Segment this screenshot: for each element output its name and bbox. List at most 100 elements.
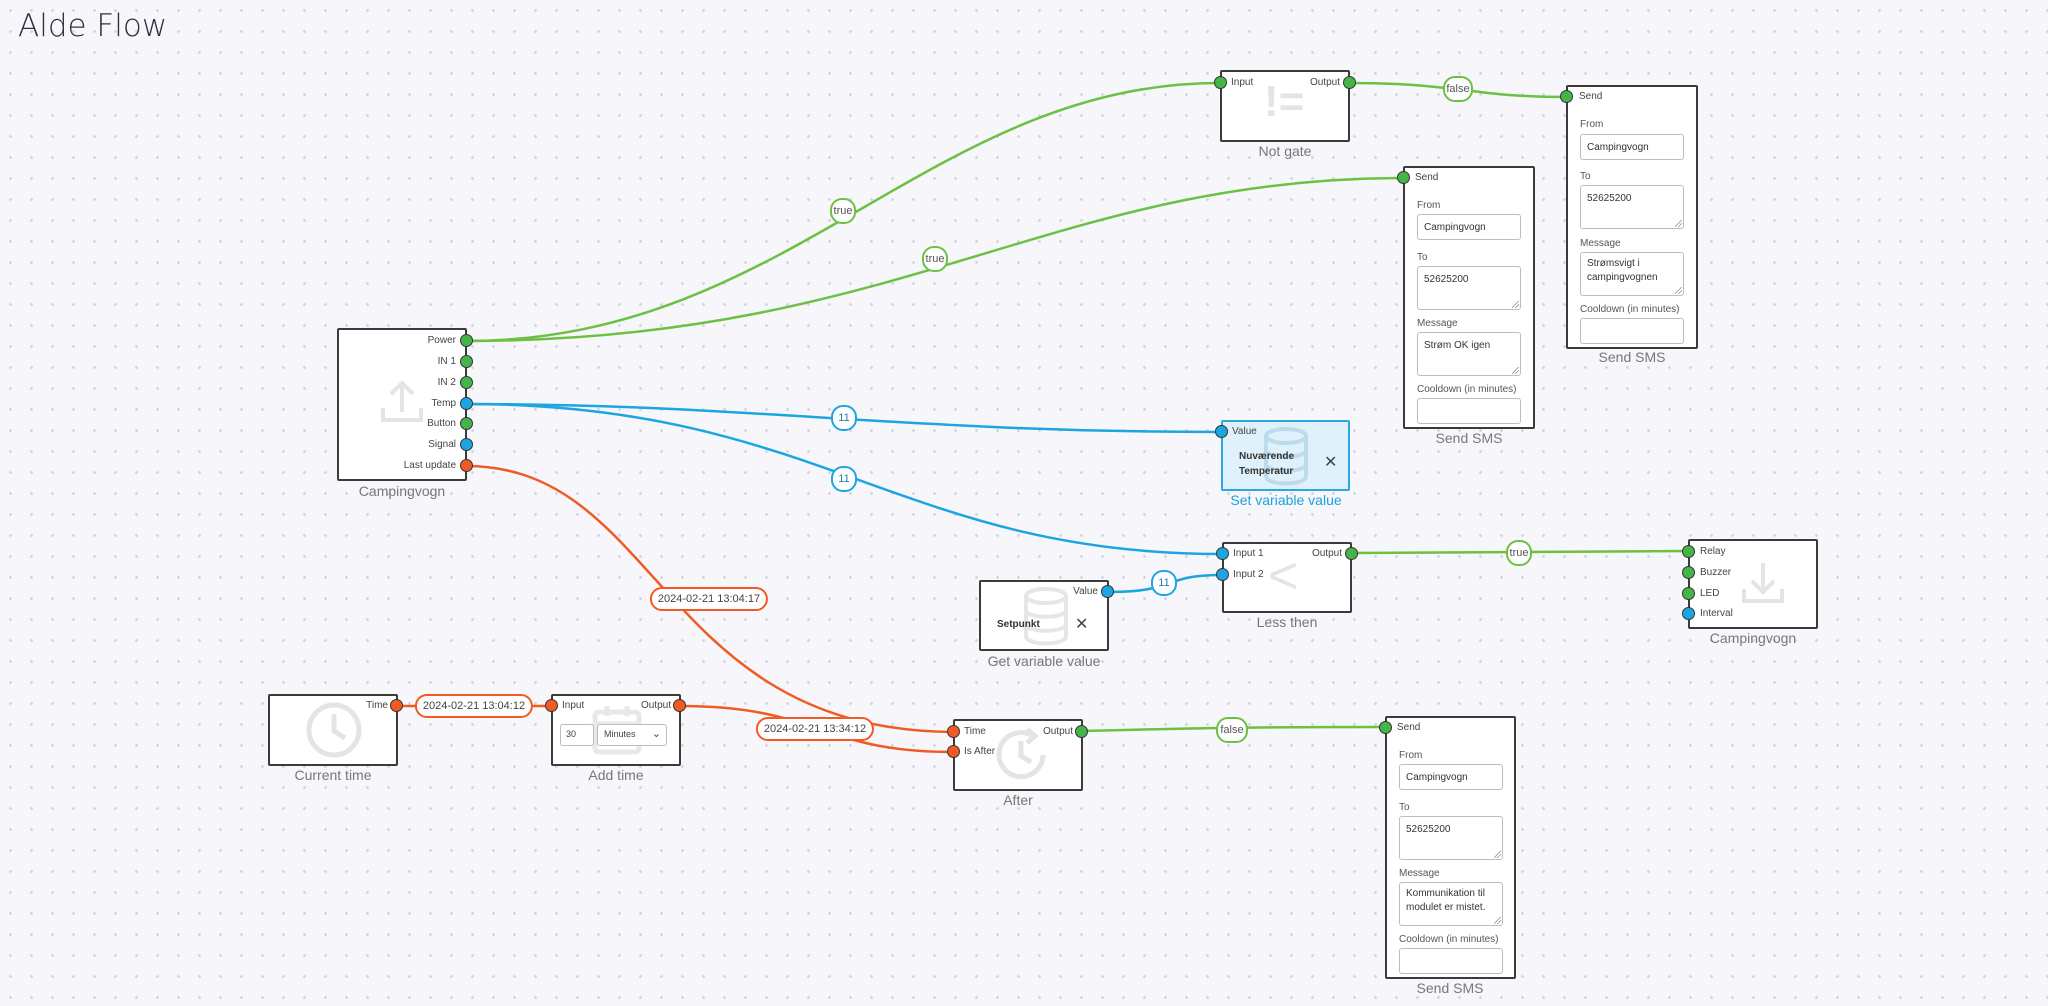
after-node[interactable] [953, 719, 1083, 791]
cooldown-input[interactable] [1580, 318, 1684, 344]
wire-temp-setvar[interactable] [465, 402, 1222, 434]
not-gate-node[interactable]: != [1220, 70, 1350, 142]
to-input[interactable]: 52625200 [1417, 266, 1521, 310]
set-variable-node[interactable]: Nuværende Temperatur ✕ [1221, 420, 1350, 491]
device-source-caption: Campingvogn [358, 483, 446, 499]
port-label-output: Output [1309, 77, 1340, 88]
send-sms-node[interactable]: SMS From Campingvogn To 52625200 Message… [1566, 85, 1698, 349]
get-variable-node[interactable]: Setpunkt ✕ [979, 580, 1109, 651]
message-input[interactable]: Strømsvigt i campingvognen [1580, 252, 1684, 296]
get-variable-caption: Get variable value [987, 653, 1101, 669]
upload-icon [381, 380, 423, 422]
from-label: From [1580, 119, 1604, 130]
message-label: Message [1580, 238, 1621, 249]
port-signal-out[interactable] [460, 438, 473, 451]
to-label: To [1399, 802, 1410, 813]
wire-label: 2024-02-21 13:04:17 [649, 587, 769, 611]
cooldown-label: Cooldown (in minutes) [1399, 934, 1499, 945]
wire-label: 2024-02-21 13:34:12 [755, 717, 875, 741]
port-less-in1[interactable] [1216, 547, 1229, 560]
less-than-icon: < [1268, 547, 1299, 605]
clear-variable-button[interactable]: ✕ [1324, 454, 1338, 471]
add-time-node[interactable]: 30 Minutes ⌄ [551, 694, 681, 766]
from-input[interactable]: Campingvogn [1580, 134, 1684, 160]
port-sms2-send[interactable] [1560, 90, 1573, 103]
variable-name: Setpunkt [997, 619, 1040, 630]
not-gate-caption: Not gate [1258, 143, 1312, 159]
wire-label: 2024-02-21 13:04:12 [414, 694, 534, 718]
port-time-out[interactable] [390, 699, 403, 712]
port-setvar-in[interactable] [1215, 425, 1228, 438]
not-equal-icon: != [1264, 77, 1305, 126]
port-in2-out[interactable] [460, 376, 473, 389]
cooldown-label: Cooldown (in minutes) [1580, 304, 1680, 315]
device-output-node[interactable] [1688, 539, 1818, 629]
port-label-output: Output [1042, 726, 1073, 737]
add-time-caption: Add time [588, 767, 644, 783]
port-addtime-out[interactable] [673, 699, 686, 712]
from-input[interactable]: Campingvogn [1399, 764, 1503, 790]
to-value: 52625200 [1587, 193, 1632, 204]
port-less-out[interactable] [1345, 547, 1358, 560]
cooldown-input[interactable] [1399, 948, 1503, 974]
port-after-out[interactable] [1075, 725, 1088, 738]
send-sms-node[interactable]: SMS From Campingvogn To 52625200 Message… [1385, 716, 1516, 979]
port-in1-out[interactable] [460, 355, 473, 368]
clear-variable-button[interactable]: ✕ [1075, 616, 1089, 633]
port-after-isafter-in[interactable] [947, 745, 960, 758]
port-getvar-out[interactable] [1101, 585, 1114, 598]
port-label-time: Time [964, 726, 986, 737]
variable-name: Nuværende Temperatur [1239, 451, 1295, 477]
send-sms-caption: Send SMS [1435, 430, 1503, 446]
port-label-value: Value [1073, 586, 1098, 597]
port-sms3-send[interactable] [1379, 721, 1392, 734]
port-label-input: Input [562, 700, 585, 711]
send-sms-node[interactable]: SMS From Campingvogn To 52625200 Message… [1403, 166, 1535, 429]
port-less-in2[interactable] [1216, 568, 1229, 581]
port-led-in[interactable] [1682, 587, 1695, 600]
port-last-update-out[interactable] [460, 459, 473, 472]
port-button-out[interactable] [460, 417, 473, 430]
port-label-buzzer: Buzzer [1700, 567, 1732, 578]
cooldown-input[interactable] [1417, 398, 1521, 424]
message-label: Message [1399, 868, 1440, 879]
database-icon [1024, 587, 1068, 646]
port-relay-in[interactable] [1682, 545, 1695, 558]
to-input[interactable]: 52625200 [1580, 185, 1684, 229]
to-value: 52625200 [1406, 824, 1451, 835]
message-input[interactable]: Strøm OK igen [1417, 332, 1521, 376]
message-value: Strømsvigt i campingvognen [1587, 258, 1658, 283]
from-input[interactable]: Campingvogn [1417, 214, 1521, 240]
port-label-time: Time [366, 700, 388, 711]
port-label-in1: IN 1 [437, 356, 456, 367]
port-buzzer-in[interactable] [1682, 566, 1695, 579]
port-notgate-in[interactable] [1214, 76, 1227, 89]
port-addtime-in[interactable] [545, 699, 558, 712]
port-temp-out[interactable] [460, 397, 473, 410]
port-label-input: Input [1231, 77, 1254, 88]
to-input[interactable]: 52625200 [1399, 816, 1503, 860]
amount-input[interactable]: 30 [560, 724, 594, 746]
wire-power-sms1[interactable] [465, 176, 1404, 343]
port-after-time-in[interactable] [947, 725, 960, 738]
port-power-out[interactable] [460, 334, 473, 347]
message-input[interactable]: Kommunikation til modulet er mistet. [1399, 882, 1503, 926]
port-sms1-send[interactable] [1397, 171, 1410, 184]
port-interval-in[interactable] [1682, 607, 1695, 620]
device-output-caption: Campingvogn [1709, 630, 1797, 646]
port-notgate-out[interactable] [1343, 76, 1356, 89]
port-label-signal: Signal [428, 439, 456, 450]
database-icon [1264, 427, 1308, 486]
current-time-node[interactable] [268, 694, 398, 766]
port-label-send: Send [1579, 91, 1603, 102]
less-then-node[interactable]: < [1222, 542, 1352, 613]
port-label-led: LED [1700, 588, 1720, 599]
current-time-caption: Current time [294, 767, 372, 783]
port-label-send: Send [1397, 722, 1421, 733]
port-label-button: Button [427, 418, 456, 429]
to-label: To [1417, 252, 1428, 263]
port-label-input1: Input 1 [1233, 548, 1264, 559]
unit-select[interactable]: Minutes ⌄ [597, 724, 667, 746]
port-label-input2: Input 2 [1233, 569, 1264, 580]
